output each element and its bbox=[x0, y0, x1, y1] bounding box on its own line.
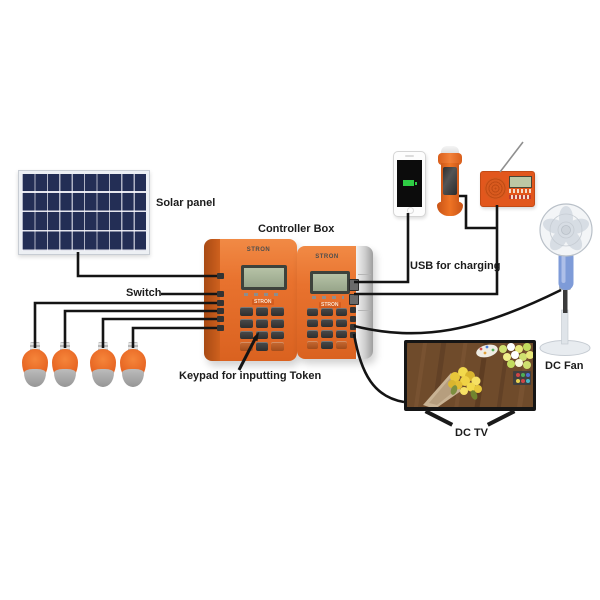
solar-panel-cells bbox=[22, 174, 146, 251]
keypad-key bbox=[271, 318, 284, 328]
torch-base bbox=[437, 201, 463, 216]
keypad-key bbox=[240, 307, 253, 316]
light-bulb-4 bbox=[118, 342, 148, 390]
keypad-key bbox=[271, 330, 284, 340]
lcd-buttons-row bbox=[244, 293, 280, 296]
light-bulb-3 bbox=[88, 342, 118, 390]
tv-leg-right bbox=[486, 409, 516, 427]
phone-screen bbox=[397, 160, 422, 207]
stron-logo: STRON bbox=[315, 254, 339, 260]
radio-speaker bbox=[484, 177, 507, 200]
bulb-port-2 bbox=[217, 308, 224, 314]
phone-speaker bbox=[405, 155, 414, 157]
keypad-key bbox=[307, 330, 319, 338]
keypad-key bbox=[335, 341, 347, 349]
label-dc-tv: DC TV bbox=[455, 427, 488, 439]
lcd-display bbox=[310, 271, 350, 294]
usb-port-2 bbox=[349, 294, 359, 305]
solar-input-port bbox=[217, 273, 224, 279]
token-keypad bbox=[240, 307, 284, 351]
smartphone bbox=[393, 151, 426, 217]
keypad-key bbox=[307, 341, 319, 349]
keypad-key bbox=[335, 330, 347, 338]
dc-fan bbox=[539, 203, 593, 356]
token-keypad bbox=[307, 308, 347, 349]
keypad-key bbox=[321, 330, 333, 338]
torch-solar-strip bbox=[443, 167, 457, 195]
light-bulb-2 bbox=[50, 342, 80, 390]
label-controller-box: Controller Box bbox=[258, 223, 335, 235]
bulb-diffuser bbox=[92, 369, 114, 387]
keypad-key bbox=[271, 307, 284, 316]
keypad-key bbox=[240, 342, 253, 351]
fm-radio bbox=[480, 171, 535, 207]
bulb-diffuser bbox=[24, 369, 46, 387]
keypad-key bbox=[255, 307, 269, 316]
keypad-key bbox=[255, 318, 269, 328]
solar-panel bbox=[18, 170, 150, 255]
wire-solar-to-controller bbox=[76, 252, 217, 278]
keypad-key bbox=[321, 308, 333, 316]
bulb-diffuser bbox=[54, 369, 76, 387]
bulb-port-4 bbox=[217, 325, 224, 331]
dc-port-2 bbox=[350, 316, 356, 322]
phone-home-button bbox=[406, 207, 414, 214]
controller-box-left: STRON STRON bbox=[204, 239, 297, 361]
keypad-key bbox=[255, 342, 269, 351]
torch-head bbox=[438, 153, 462, 165]
torch-light bbox=[437, 146, 463, 218]
radio-button-row bbox=[509, 195, 531, 199]
keypad-key bbox=[321, 319, 333, 327]
light-bulb-1 bbox=[20, 342, 50, 390]
radio-antenna bbox=[499, 141, 524, 173]
tv-picture-tulips bbox=[407, 343, 533, 407]
keypad-key bbox=[240, 318, 253, 328]
keypad-key bbox=[240, 330, 253, 340]
stron-model-text: STRON bbox=[319, 302, 341, 308]
torch-lens-cap bbox=[441, 146, 459, 155]
keypad-key bbox=[307, 319, 319, 327]
keypad-key bbox=[335, 308, 347, 316]
stron-logo: STRON bbox=[246, 247, 271, 253]
battery-charging-icon bbox=[403, 180, 417, 186]
label-usb-for-charging: USB for charging bbox=[410, 260, 501, 272]
bulb-diffuser bbox=[122, 369, 144, 387]
tv-leg-left bbox=[424, 409, 454, 427]
switch-port bbox=[217, 291, 224, 297]
label-keypad-token: Keypad for inputting Token bbox=[179, 370, 322, 382]
label-switch: Switch bbox=[126, 287, 162, 299]
label-dc-fan: DC Fan bbox=[545, 360, 584, 372]
wire-radio-usb bbox=[354, 205, 499, 296]
bulb-port-3 bbox=[217, 316, 224, 322]
keypad-key bbox=[307, 308, 319, 316]
dc-fan-port bbox=[350, 324, 356, 330]
tv-screen bbox=[407, 343, 533, 407]
usb-port-1 bbox=[349, 279, 359, 291]
lcd-display bbox=[241, 265, 287, 290]
keypad-key bbox=[255, 330, 269, 340]
label-solar-panel: Solar panel bbox=[156, 197, 216, 209]
dc-tv bbox=[404, 340, 536, 411]
keypad-key bbox=[335, 319, 347, 327]
wire-dc-fan bbox=[353, 288, 562, 335]
stron-model-text: STRON bbox=[252, 299, 274, 305]
keypad-key bbox=[271, 342, 284, 351]
keypad-key bbox=[321, 341, 333, 349]
dc-port-1 bbox=[350, 307, 356, 313]
radio-button-row bbox=[509, 189, 531, 193]
bulb-port-1 bbox=[217, 300, 224, 306]
dc-tv-port bbox=[350, 332, 356, 338]
radio-display bbox=[509, 176, 532, 188]
controller-box-right: STRON STRON bbox=[297, 246, 373, 359]
lcd-buttons-row bbox=[312, 296, 344, 299]
